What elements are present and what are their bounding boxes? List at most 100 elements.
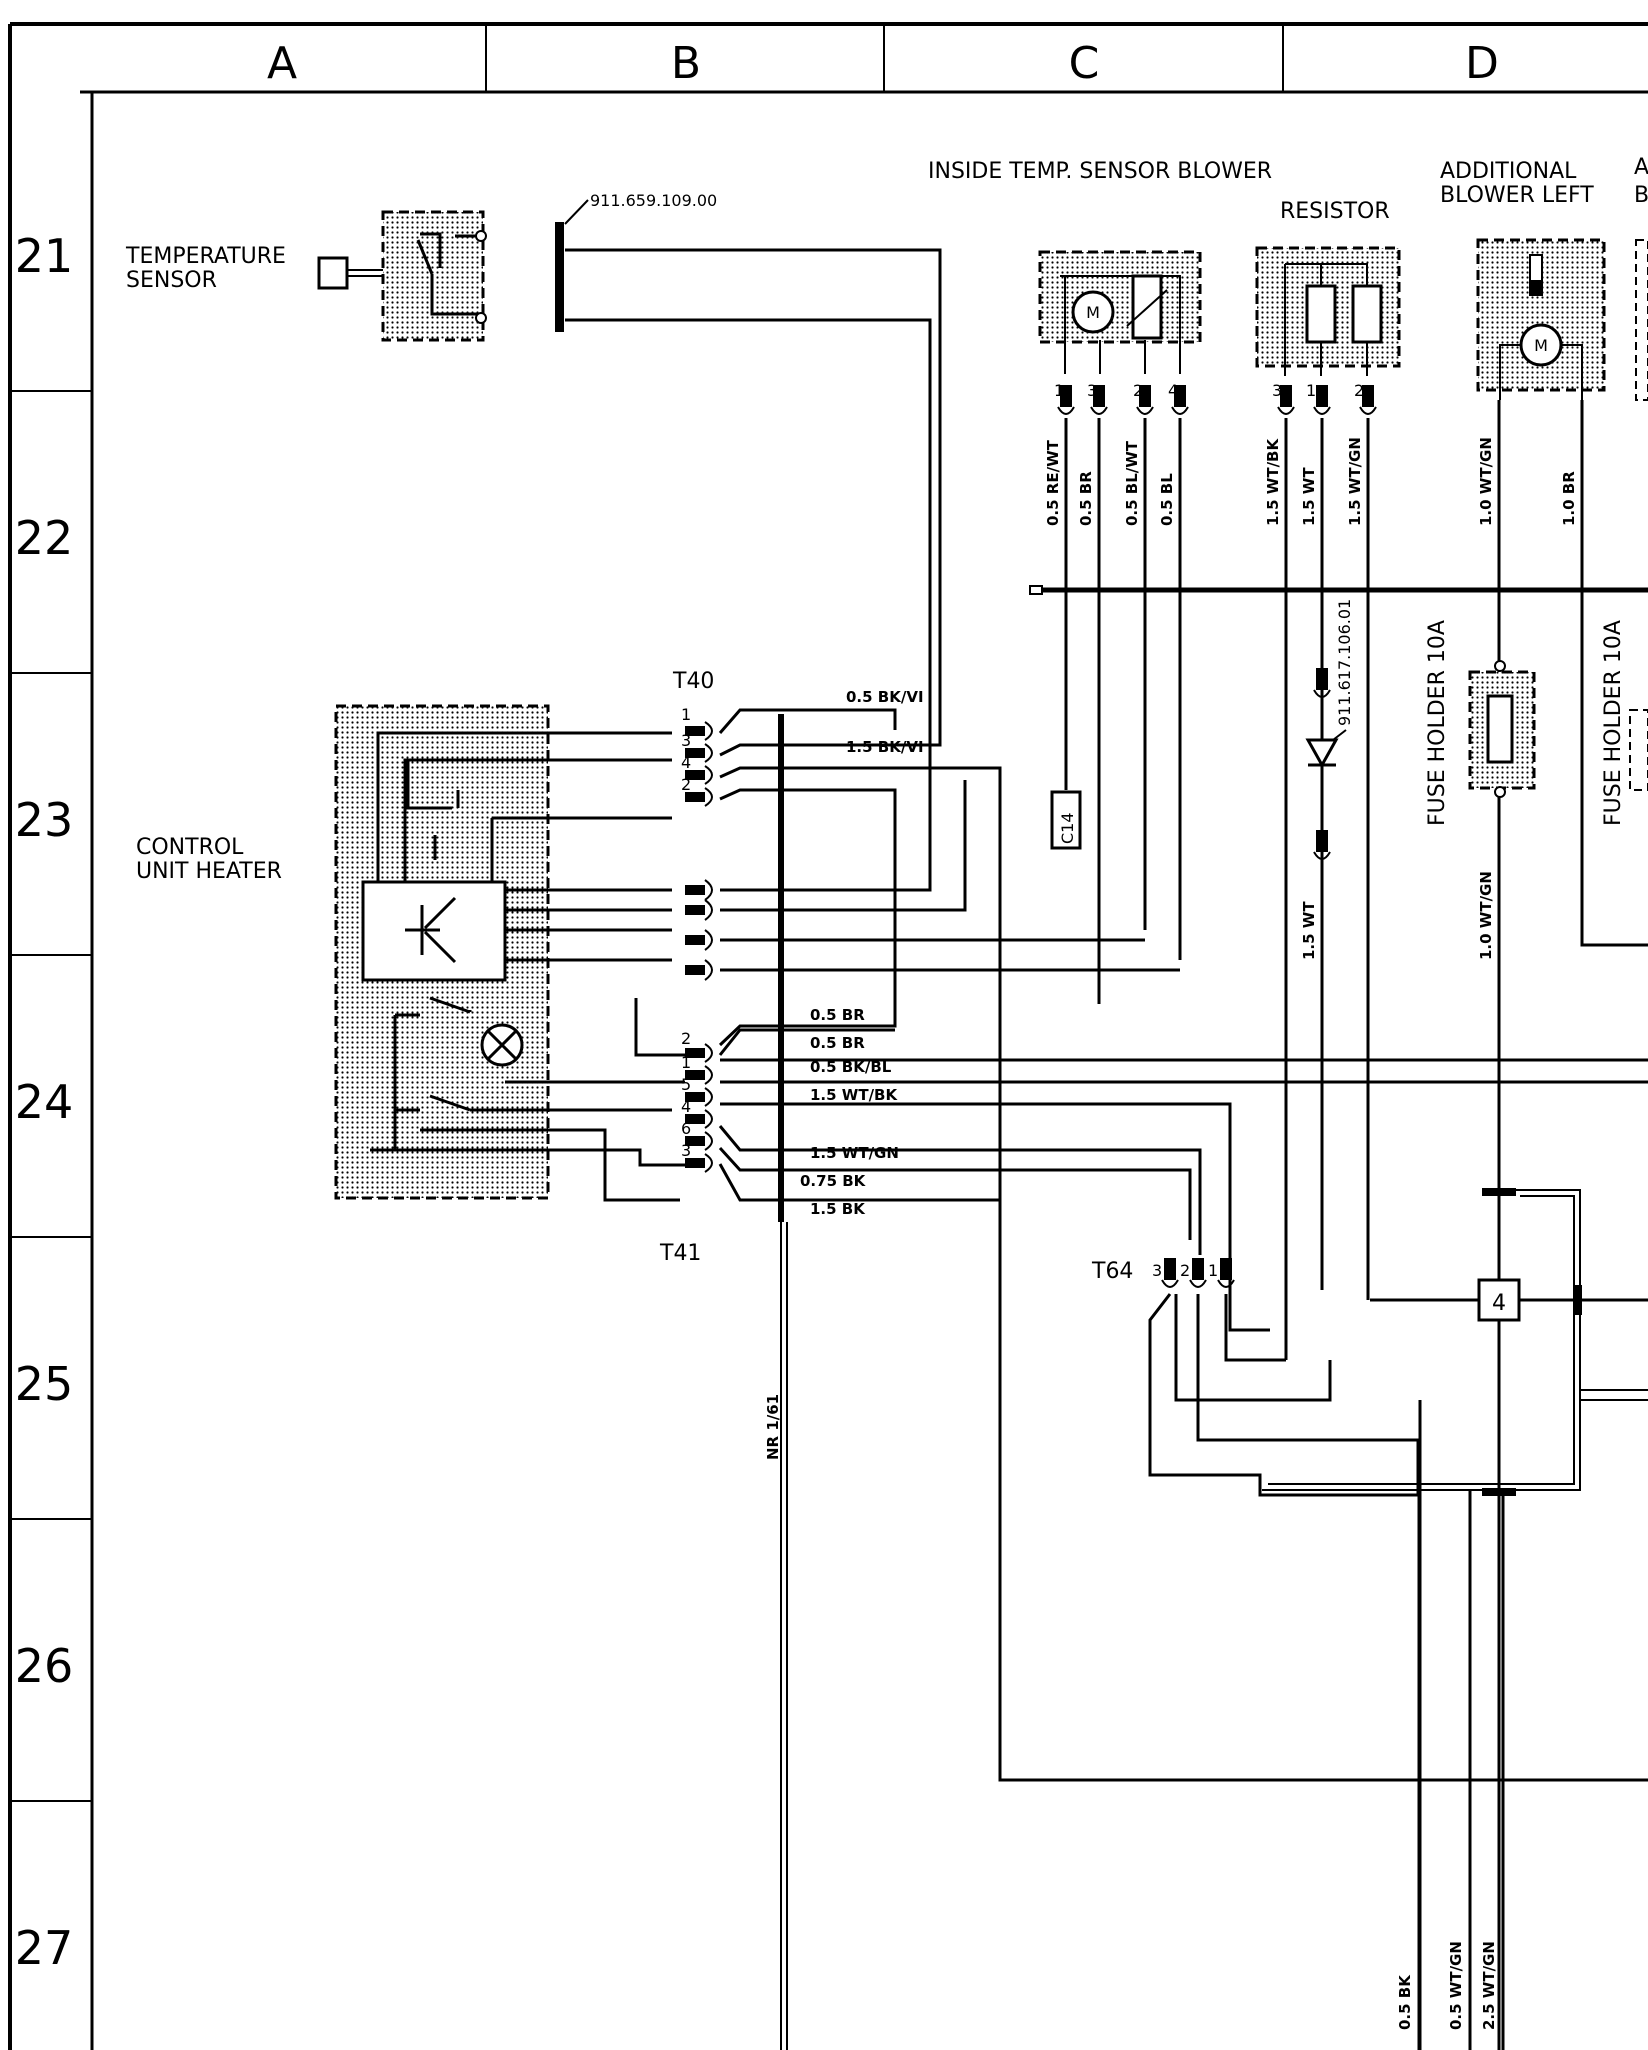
t40-pin-4: 4 (681, 753, 691, 772)
ground-ref-label: C14 (1058, 812, 1077, 844)
blower-pin-1: 1 (1054, 381, 1064, 400)
resistor-element-1 (1305, 284, 1337, 344)
wire-0-5-br-1: 0.5 BR (810, 1006, 865, 1024)
blower-pin-3: 3 (1087, 381, 1097, 400)
wire-0-5-bl-wt: 0.5 BL/WT (1123, 440, 1141, 526)
temperature-sensor-symbol (317, 256, 349, 290)
column-label-c: C (1069, 38, 1100, 89)
t64-label: T64 (1091, 1259, 1133, 1284)
wire-1-5-wt-bk-top: 1.5 WT/BK (1264, 438, 1282, 526)
blower-pin-2: 2 (1133, 381, 1143, 400)
fuse-holder-1-label: FUSE HOLDER 10A (1425, 620, 1450, 826)
relay-4-label: 4 (1492, 1291, 1506, 1316)
svg-text:M: M (1086, 303, 1100, 322)
t41-wires (370, 998, 1648, 1332)
resistor-pin-2: 2 (1354, 381, 1364, 400)
sensor-wires (347, 269, 384, 277)
resistor-pin-3: 3 (1272, 381, 1282, 400)
t41-pin-2: 2 (681, 1029, 691, 1048)
relay-wiring (1262, 945, 1648, 2050)
top-inline-connector (555, 222, 564, 332)
row-label-26: 26 (15, 1639, 74, 1693)
row-label-21: 21 (15, 229, 74, 283)
column-label-d: D (1465, 38, 1499, 89)
top-vertical-wires (1064, 400, 1648, 1360)
wire-0-5-re-wt: 0.5 RE/WT (1044, 439, 1062, 526)
blower-pin-4: 4 (1168, 381, 1178, 400)
wire-1-5-bk-vi: 1.5 BK/VI (846, 738, 924, 756)
t64-connector (1161, 1258, 1235, 1288)
wire-1-5-wt-mid: 1.5 WT (1300, 901, 1318, 960)
bottom-wires (1417, 1440, 1505, 2050)
resistor-pin-1: 1 (1306, 381, 1316, 400)
blower-box-fill (1040, 252, 1200, 342)
fuse-holder-2-label: FUSE HOLDER 10A (1601, 620, 1626, 826)
row-label-22: 22 (15, 511, 74, 565)
cut-off-text-b: B (1634, 183, 1648, 208)
inside-temp-sensor-blower-label: INSIDE TEMP. SENSOR BLOWER (928, 159, 1272, 184)
wire-1-5-wt-gn-top: 1.5 WT/GN (1346, 437, 1364, 526)
additional-blower-box (1476, 238, 1606, 392)
t41-label: T41 (659, 1241, 701, 1266)
wire-1-0-wt-gn-top: 1.0 WT/GN (1477, 437, 1495, 526)
t64-wires (1148, 1293, 1422, 2050)
diode-part-number: 911.617.106.01 (1335, 599, 1354, 726)
svg-text:M: M (1534, 336, 1548, 355)
t40-pin-3: 3 (681, 731, 691, 750)
row-label-25: 25 (15, 1357, 74, 1411)
row-label-27: 27 (15, 1921, 74, 1975)
cut-off-text-a: A (1634, 155, 1648, 180)
wire-0-75-bk: 0.75 BK (800, 1172, 867, 1190)
wire-1-0-br: 1.0 BR (1560, 471, 1578, 526)
t40-connector (685, 721, 713, 807)
blower-pins (1057, 385, 1189, 415)
t41-pin-3: 3 (681, 1141, 691, 1160)
t40-unmarked-pins (685, 879, 713, 981)
wire-1-5-wt-top: 1.5 WT (1300, 467, 1318, 526)
wire-0-5-wt-gn-bottom: 0.5 WT/GN (1447, 1941, 1465, 2030)
t40-pin-1: 1 (681, 705, 691, 724)
sensor-switch (416, 232, 480, 316)
control-unit-box (334, 704, 550, 1200)
wire-1-0-wt-gn-mid: 1.0 WT/GN (1477, 871, 1495, 960)
column-label-b: B (671, 38, 701, 89)
part-number-top: 911.659.109.00 (590, 191, 717, 210)
t41-pin-1: 1 (681, 1053, 691, 1072)
column-label-a: A (267, 38, 297, 89)
sensor-switch-box (381, 210, 485, 342)
wire-0-5-bk-bottom: 0.5 BK (1396, 1974, 1414, 2030)
ground-ref-box (1050, 790, 1082, 850)
wire-0-5-bk-bl: 0.5 BK/BL (810, 1058, 892, 1076)
t64-pin-3: 3 (1152, 1261, 1162, 1280)
t41-pin-4: 4 (681, 1097, 691, 1116)
wire-1-5-wt-bk: 1.5 WT/BK (810, 1086, 898, 1104)
t40-pin-2: 2 (681, 775, 691, 794)
resistor-pins (1277, 385, 1377, 415)
resistor-label: RESISTOR (1280, 199, 1390, 224)
wire-2-5-wt-gn-bottom: 2.5 WT/GN (1480, 1941, 1498, 2030)
wire-1-5-wt-gn: 1.5 WT/GN (810, 1144, 899, 1162)
diode-icon (1305, 668, 1339, 860)
wire-0-5-br-2: 0.5 BR (810, 1034, 865, 1052)
wire-1-5-bk: 1.5 BK (810, 1200, 866, 1218)
frame (8, 22, 1648, 2050)
resistor-box (1255, 246, 1401, 368)
t41-pin-6: 6 (681, 1119, 691, 1138)
blower-box (1038, 250, 1202, 344)
fuse-1 (1486, 694, 1514, 764)
wire-0-5-br-top: 0.5 BR (1077, 471, 1095, 526)
wire-0-5-bl: 0.5 BL (1158, 473, 1176, 526)
row-label-23: 23 (15, 793, 74, 847)
resistor-element-2 (1351, 284, 1383, 344)
blower-motor-icon (1071, 290, 1115, 334)
row-label-24: 24 (15, 1075, 74, 1129)
nr-label: NR 1/61 (764, 1394, 782, 1460)
t64-pin-2: 2 (1180, 1261, 1190, 1280)
t41-pin-5: 5 (681, 1075, 691, 1094)
t40-wires (565, 248, 1648, 1782)
t40-label: T40 (672, 669, 714, 694)
